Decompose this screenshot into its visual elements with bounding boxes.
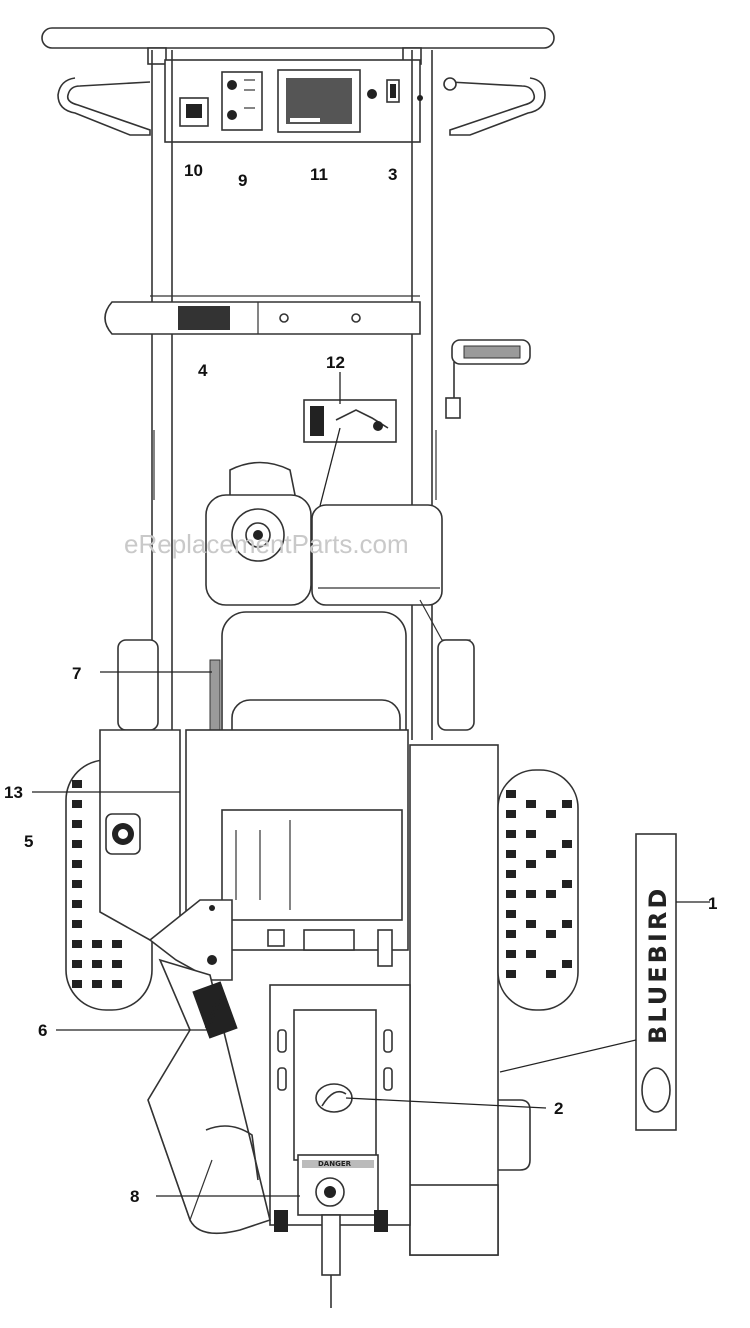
frame-rails [151,50,437,740]
top-handlebar [41,27,555,136]
callout-6: 6 [38,1021,47,1040]
side-pads [117,639,475,731]
cutter-assembly [269,984,411,1308]
chute [147,958,271,1235]
callout-12: 12 [326,353,345,372]
control-panel [164,59,423,143]
engine [205,461,471,660]
callout-10: 10 [184,161,203,180]
callout-8: 8 [130,1187,139,1206]
right-wheel [497,769,579,1011]
bluebird-decal: BLUEBIRD [635,833,677,1131]
warning-small-text: DANGER [318,1160,352,1168]
left-arm [148,899,233,981]
right-handle [498,1099,531,1171]
side-lever [445,339,531,419]
callouts: 1 2 3 4 5 6 7 8 9 10 11 12 13 [4,161,717,1206]
right-panel [409,744,499,1256]
callout-2: 2 [554,1099,563,1118]
callout-9: 9 [238,171,247,190]
callout-11: 11 [310,165,328,184]
cross-bar [104,295,421,335]
watermark: eReplacementParts.com [124,529,409,559]
brand-decal-text: BLUEBIRD [644,886,672,1044]
leader-lines [32,372,710,1197]
callout-13: 13 [4,783,23,802]
callout-5: 5 [24,832,33,851]
callout-7: 7 [72,664,81,683]
callout-4: 4 [198,361,208,380]
callout-3: 3 [388,165,397,184]
left-guard [99,729,181,952]
decal-12 [303,399,397,443]
callout-1: 1 [708,894,717,913]
